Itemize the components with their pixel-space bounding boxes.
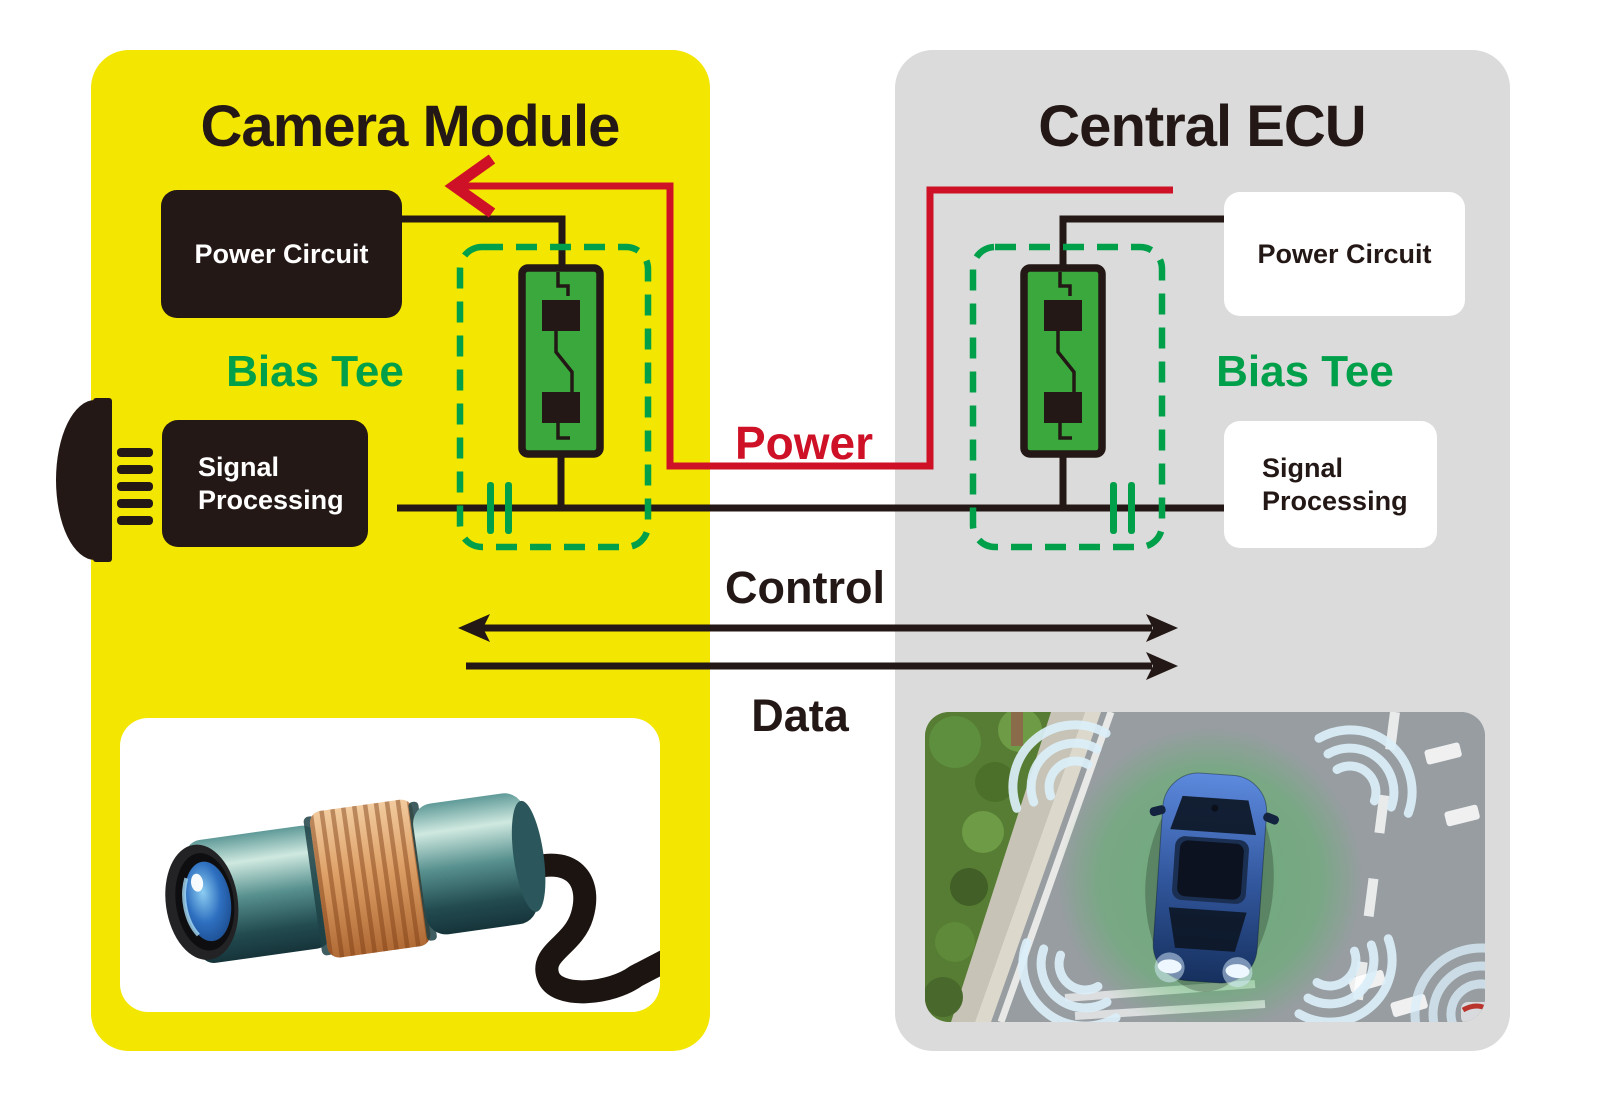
control-label: Control xyxy=(725,562,885,613)
power-label: Power xyxy=(734,417,874,469)
signal-processing-box-camera: Signal Processing xyxy=(162,420,368,547)
camera-cable xyxy=(520,853,660,1004)
signal-processing-box-ecu: Signal Processing xyxy=(1224,421,1437,548)
lane-dashes xyxy=(1350,712,1400,1022)
bias-tee-label-ecu: Bias Tee xyxy=(1216,347,1394,396)
bias-tee-label-camera: Bias Tee xyxy=(226,347,404,396)
hedge xyxy=(925,712,1051,1022)
power-circuit-box-ecu: Power Circuit xyxy=(1224,192,1465,316)
central-ecu-title: Central ECU xyxy=(1038,94,1366,159)
vehicle-photo-card xyxy=(925,712,1485,1022)
camera-module-illustration xyxy=(165,793,660,1004)
camera-module-title: Camera Module xyxy=(200,94,621,159)
vehicle-surround-sensing-illustration xyxy=(925,712,1485,1022)
radar-arcs xyxy=(1008,720,1485,1022)
data-label: Data xyxy=(751,690,849,741)
curb xyxy=(975,712,1101,1022)
power-circuit-box-camera: Power Circuit xyxy=(161,190,402,318)
car-top-view xyxy=(1145,772,1279,992)
camera-illustration-card xyxy=(120,718,660,1012)
camera-body xyxy=(165,793,546,963)
